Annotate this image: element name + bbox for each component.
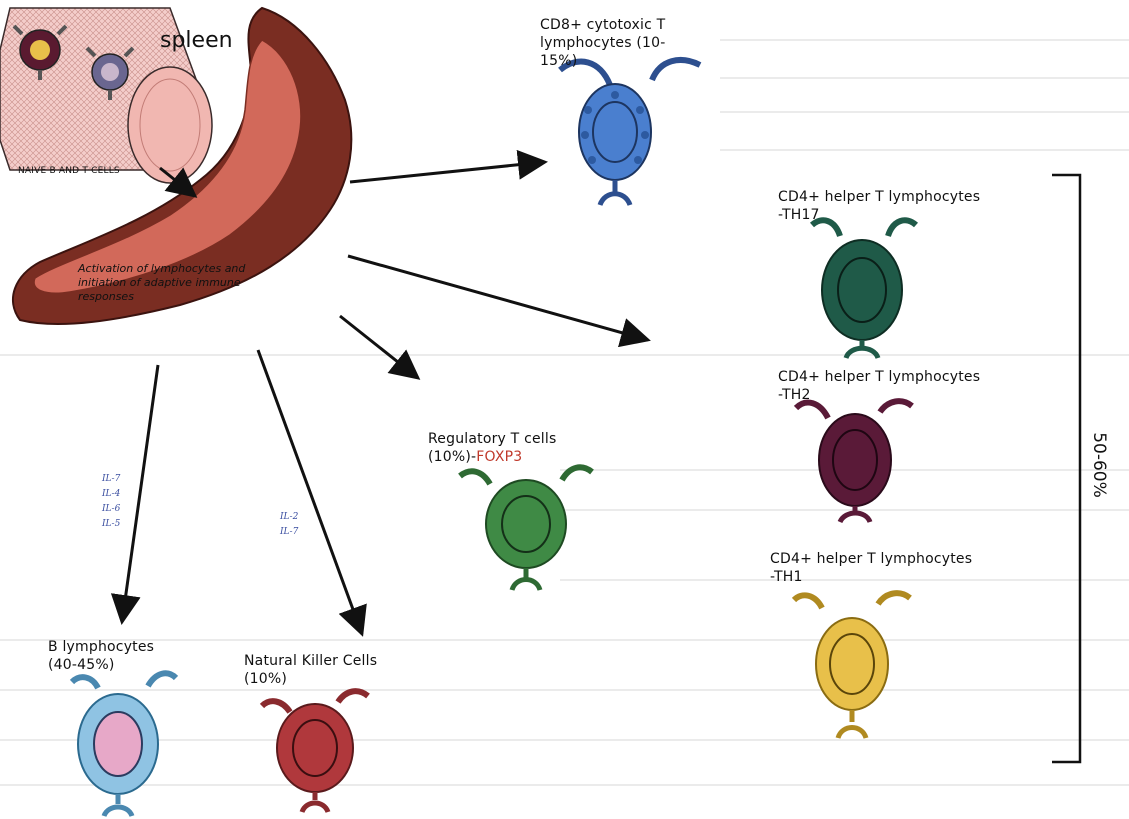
th2-label-line-1: CD4+ helper T lymphocytes [778,368,980,386]
treg-label: Regulatory T cells (10%)-FOXP3 [428,430,556,466]
arrow-to-cd4 [348,256,648,340]
naive-cells-label: NAIVE B AND T CELLS [18,166,120,177]
arrow-to-b-cells [122,365,158,622]
foxp3-label: FOXP3 [476,449,522,465]
th1-label-line-2: -TH1 [770,568,972,586]
arrow-to-cd8 [350,162,545,182]
cd8-label: CD8+ cytotoxic T lymphocytes (10- 15%) [540,16,666,70]
b-cells-label: B lymphocytes (40-45%) [48,638,154,674]
cd8-cell [560,60,700,205]
arrow-to-nk-cells [258,350,362,634]
activation-label: Activation of lymphocytes and initiation… [78,262,245,304]
b-cytokines: IL-7 IL-4 IL-6 IL-5 [102,472,120,532]
nk-cells-label-line-1: Natural Killer Cells [244,652,377,670]
nk-cytokines: IL-2 IL-7 [280,510,298,540]
th17-label-line-1: CD4+ helper T lymphocytes [778,188,980,206]
cytokine-il6: IL-6 [102,502,120,517]
cytokine-il7-nk: IL-7 [280,525,298,540]
th1-label-line-1: CD4+ helper T lymphocytes [770,550,972,568]
treg-label-line-1: Regulatory T cells [428,430,556,448]
cytokine-il4: IL-4 [102,487,120,502]
nk-cells-label: Natural Killer Cells (10%) [244,652,377,688]
b-cells-label-line-1: B lymphocytes [48,638,154,656]
th1-cell [794,593,910,738]
spleen-label: spleen [160,28,233,53]
nk-cells-label-line-2: (10%) [244,670,377,688]
cytokine-il2: IL-2 [280,510,298,525]
cd4-percentage-label: 50-60% [1089,430,1109,500]
treg-label-line-2: (10%)-FOXP3 [428,448,556,466]
th1-label: CD4+ helper T lymphocytes -TH1 [770,550,972,586]
cytokine-il7-b: IL-7 [102,472,120,487]
cd4-bracket [1052,175,1080,762]
cd8-label-line-3: 15%) [540,52,666,70]
cd8-label-line-2: lymphocytes (10- [540,34,666,52]
th17-cell [812,220,916,358]
activation-line-3: responses [78,290,245,304]
b-cell [72,673,176,816]
th2-label: CD4+ helper T lymphocytes -TH2 [778,368,980,404]
nk-cell [262,691,368,812]
activation-line-2: initiation of adaptive immune [78,276,245,290]
treg-cell [460,467,592,590]
b-cells-label-line-2: (40-45%) [48,656,154,674]
th2-label-line-2: -TH2 [778,386,980,404]
th17-label: CD4+ helper T lymphocytes -TH17 [778,188,980,224]
cytokine-il5: IL-5 [102,517,120,532]
th2-cell [796,401,912,522]
treg-percent: (10%)- [428,449,476,465]
activation-line-1: Activation of lymphocytes and [78,262,245,276]
th17-label-line-2: -TH17 [778,206,980,224]
arrow-to-treg [340,316,418,378]
cd8-label-line-1: CD8+ cytotoxic T [540,16,666,34]
